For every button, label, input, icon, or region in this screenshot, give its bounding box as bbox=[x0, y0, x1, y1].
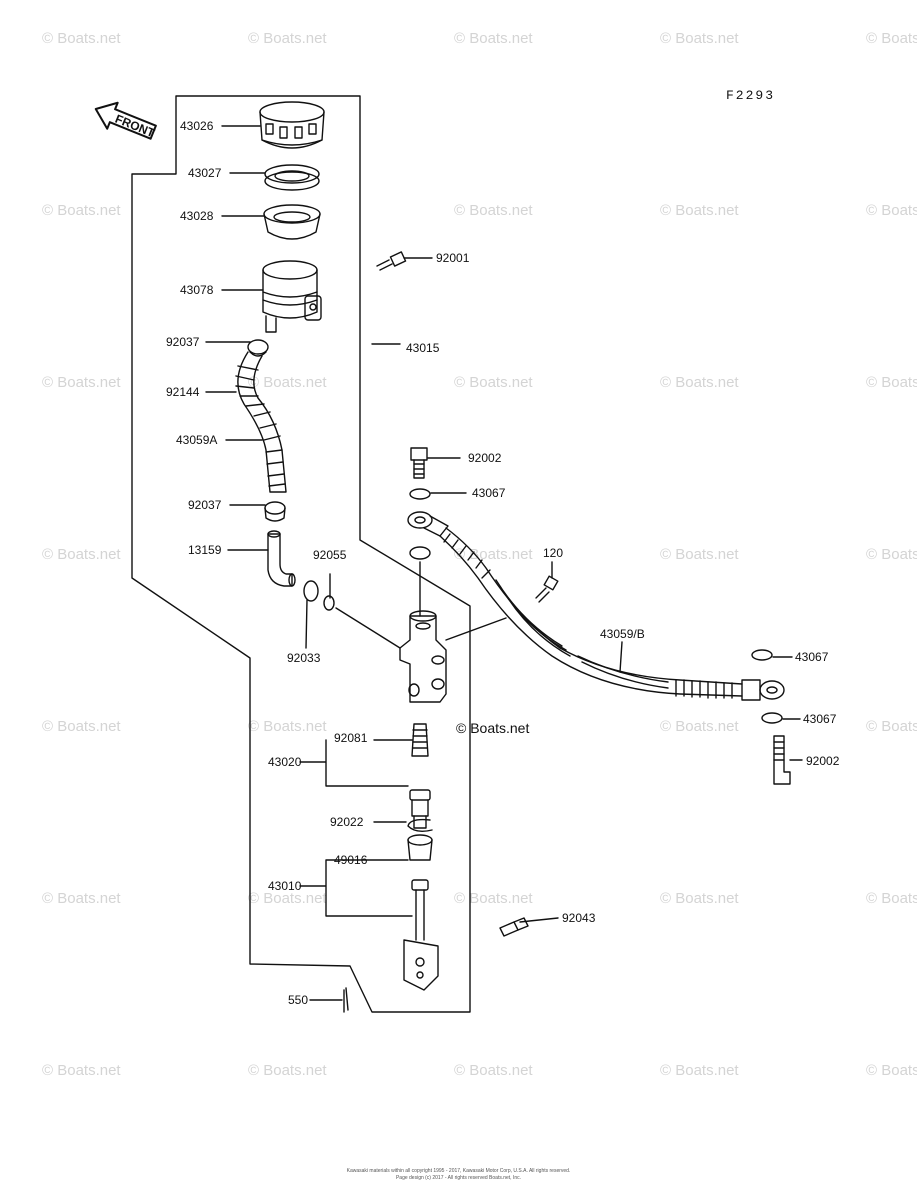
circlip-92033 bbox=[303, 580, 319, 602]
part-label-550[interactable]: 550 bbox=[288, 993, 309, 1007]
center-watermark: © Boats.net bbox=[456, 720, 530, 736]
watermark: © Boats.net bbox=[866, 546, 917, 563]
part-label-43059a[interactable]: 43059A bbox=[176, 433, 218, 447]
leader-line bbox=[445, 617, 507, 641]
watermark: © Boats.net bbox=[866, 718, 917, 735]
watermark: © Boats.net bbox=[660, 30, 739, 47]
part-label-92043[interactable]: 92043 bbox=[562, 911, 596, 925]
part-label-43067-upper[interactable]: 43067 bbox=[472, 486, 506, 500]
watermark: © Boats.net bbox=[866, 890, 917, 907]
leader-line bbox=[335, 607, 401, 649]
watermark: © Boats.net bbox=[660, 890, 739, 907]
part-label-92081[interactable]: 92081 bbox=[334, 731, 368, 745]
part-label-43020[interactable]: 43020 bbox=[268, 755, 302, 769]
copyright-line-1: Kawasaki materials within all copyright … bbox=[346, 1168, 571, 1174]
washer-middle bbox=[409, 546, 431, 560]
watermark: © Boats.net bbox=[248, 1062, 327, 1079]
watermark: © Boats.net bbox=[866, 374, 917, 391]
front-arrow-label: FRONT bbox=[113, 112, 157, 141]
cotter-pin bbox=[343, 987, 349, 1013]
part-label-43059b[interactable]: 43059/B bbox=[600, 627, 645, 641]
figure-code: F2293 bbox=[726, 88, 776, 103]
watermark: © Boats.net bbox=[454, 202, 533, 219]
part-label-92002-upper[interactable]: 92002 bbox=[468, 451, 502, 465]
watermark: © Boats.net bbox=[42, 718, 121, 735]
part-label-92002-lower[interactable]: 92002 bbox=[806, 754, 840, 768]
part-label-92001[interactable]: 92001 bbox=[436, 251, 470, 265]
bolt-92001 bbox=[376, 251, 407, 271]
watermark: © Boats.net bbox=[660, 202, 739, 219]
part-label-49016[interactable]: 49016 bbox=[334, 853, 368, 867]
watermark: © Boats.net bbox=[454, 374, 533, 391]
washer-right-b bbox=[761, 712, 783, 724]
piston-assembly bbox=[409, 789, 431, 829]
watermark: © Boats.net bbox=[866, 1062, 917, 1079]
banjo-bolt-upper bbox=[410, 447, 428, 479]
watermark: © Boats.net bbox=[248, 718, 327, 735]
reservoir-hose bbox=[235, 351, 287, 493]
assembly-outline bbox=[131, 95, 471, 1013]
part-label-92033[interactable]: 92033 bbox=[287, 651, 321, 665]
leader-lines bbox=[205, 125, 803, 1001]
reservoir-diaphragm bbox=[263, 204, 321, 240]
watermark: © Boats.net bbox=[454, 1062, 533, 1079]
hose-clamp-upper bbox=[247, 339, 269, 357]
watermark: © Boats.net bbox=[42, 546, 121, 563]
copyright-notice: Kawasaki materials within all copyright … bbox=[0, 1168, 917, 1182]
part-label-92022[interactable]: 92022 bbox=[330, 815, 364, 829]
elbow-fitting bbox=[267, 530, 296, 587]
part-label-92144[interactable]: 92144 bbox=[166, 385, 200, 399]
reservoir-body bbox=[262, 260, 322, 333]
part-label-43028[interactable]: 43028 bbox=[180, 209, 214, 223]
watermark: © Boats.net bbox=[660, 546, 739, 563]
push-rod bbox=[403, 879, 439, 991]
watermark: © Boats.net bbox=[248, 890, 327, 907]
part-label-43010[interactable]: 43010 bbox=[268, 879, 302, 893]
washer-upper bbox=[409, 488, 431, 500]
watermark: © Boats.net bbox=[454, 30, 533, 47]
part-label-43067-right-b[interactable]: 43067 bbox=[803, 712, 837, 726]
part-label-13159[interactable]: 13159 bbox=[188, 543, 222, 557]
part-label-43015[interactable]: 43015 bbox=[406, 341, 440, 355]
part-label-43026[interactable]: 43026 bbox=[180, 119, 214, 133]
hose-clamp-lower bbox=[264, 501, 286, 522]
part-label-120[interactable]: 120 bbox=[543, 546, 564, 560]
watermark: © Boats.net bbox=[42, 202, 121, 219]
watermark: © Boats.net bbox=[248, 30, 327, 47]
master-cylinder-body bbox=[399, 610, 447, 703]
part-label-43078[interactable]: 43078 bbox=[180, 283, 214, 297]
watermark: © Boats.net bbox=[660, 374, 739, 391]
reservoir-plate bbox=[264, 164, 320, 191]
front-arrow-icon: FRONT bbox=[94, 101, 157, 141]
dust-boot bbox=[407, 834, 433, 861]
banjo-bolt-lower bbox=[773, 735, 791, 785]
watermark: © Boats.net bbox=[866, 202, 917, 219]
washer-right-a bbox=[751, 649, 773, 661]
part-label-43067-right-a[interactable]: 43067 bbox=[795, 650, 829, 664]
watermark: © Boats.net bbox=[660, 1062, 739, 1079]
part-label-43027[interactable]: 43027 bbox=[188, 166, 222, 180]
watermark: © Boats.net bbox=[42, 374, 121, 391]
reservoir-cap bbox=[259, 101, 325, 149]
watermark: © Boats.net bbox=[42, 1062, 121, 1079]
part-label-92037-upper[interactable]: 92037 bbox=[166, 335, 200, 349]
watermark: © Boats.net bbox=[248, 374, 327, 391]
brake-hose bbox=[407, 511, 785, 701]
bolt-120 bbox=[535, 575, 559, 603]
watermark: © Boats.net bbox=[454, 890, 533, 907]
snap-ring bbox=[407, 818, 433, 833]
piston-boot bbox=[411, 723, 429, 757]
watermark: © Boats.net bbox=[454, 546, 533, 563]
watermark: © Boats.net bbox=[660, 718, 739, 735]
copyright-line-2: Page design (c) 2017 - All rights reserv… bbox=[395, 1175, 522, 1181]
part-label-92055[interactable]: 92055 bbox=[313, 548, 347, 562]
part-label-92037-lower[interactable]: 92037 bbox=[188, 498, 222, 512]
watermark: © Boats.net bbox=[42, 30, 121, 47]
watermark: © Boats.net bbox=[42, 890, 121, 907]
o-ring-92055 bbox=[323, 595, 335, 611]
watermark: © Boats.net bbox=[866, 30, 917, 47]
clevis-pin bbox=[499, 917, 529, 937]
